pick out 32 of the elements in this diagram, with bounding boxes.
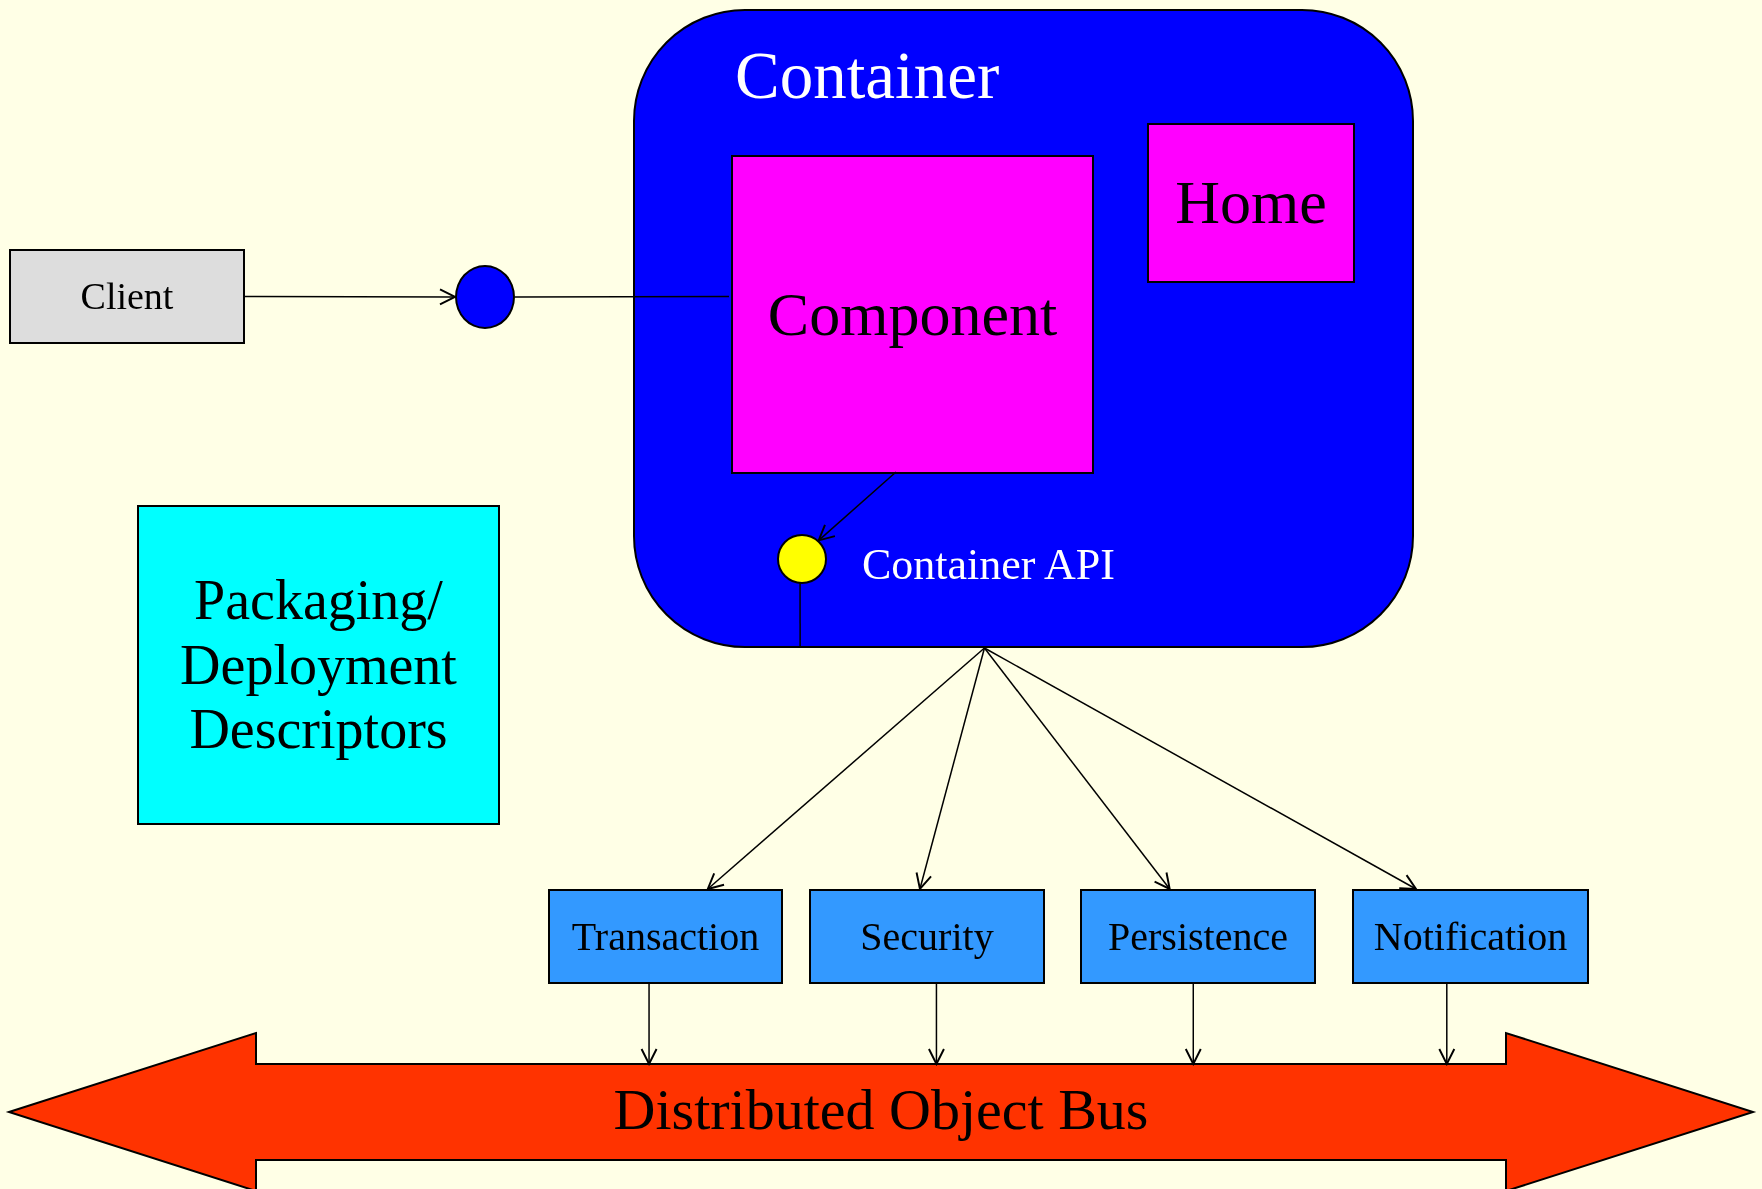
box-label: Transaction (571, 913, 760, 960)
component-box (548, 889, 783, 984)
box-label: Notification (1373, 913, 1568, 960)
component-box (731, 155, 1094, 474)
arrow (817, 471, 897, 542)
arrow (706, 647, 986, 890)
bus-label: Distributed Object Bus (613, 1075, 1149, 1143)
component-box (137, 505, 500, 825)
container-box (633, 9, 1414, 648)
arrow (983, 647, 1417, 890)
interface-label: Container API (862, 538, 1115, 590)
component-box (1352, 889, 1589, 984)
box-label: Persistence (1108, 913, 1288, 960)
component-box (9, 249, 245, 344)
arrow (640, 983, 658, 1065)
arrow (915, 647, 986, 890)
box-label: Security (860, 913, 994, 960)
arrow (927, 983, 945, 1065)
component-box (809, 889, 1045, 984)
arrow (244, 288, 456, 306)
component-box (1147, 123, 1355, 283)
box-label: Component (767, 278, 1058, 350)
arrow (1438, 983, 1456, 1065)
box-label: Client (80, 274, 174, 319)
arrow (1184, 983, 1202, 1065)
component-box (1080, 889, 1316, 984)
arrow (983, 647, 1171, 890)
interface-circle (777, 534, 827, 584)
box-label: Home (1175, 167, 1327, 239)
container-title: Container (735, 39, 1000, 113)
interface-circle (455, 265, 515, 329)
box-label: Packaging/ Deployment Descriptors (179, 568, 458, 762)
